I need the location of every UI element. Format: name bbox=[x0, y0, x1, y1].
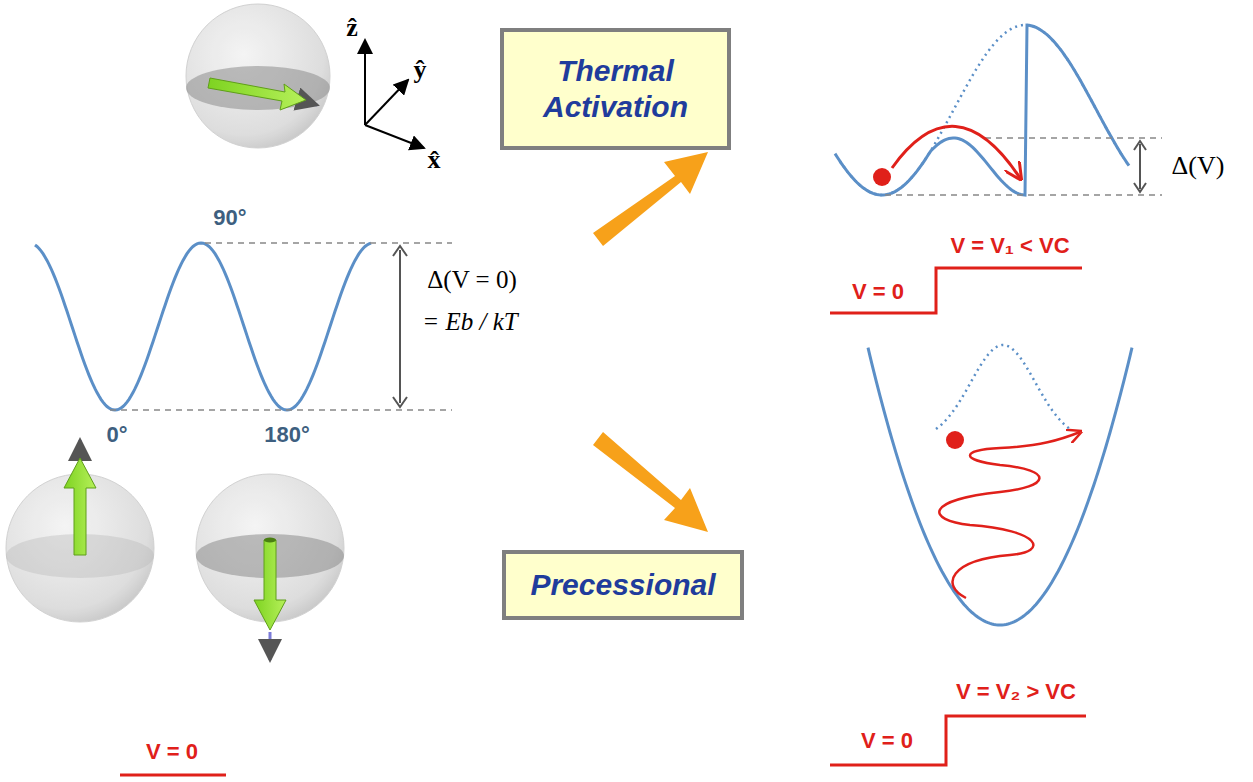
sphere-up bbox=[6, 440, 154, 622]
energy-well bbox=[868, 348, 1132, 625]
voltage-step bbox=[830, 268, 1082, 313]
energy-well-original bbox=[936, 345, 1070, 429]
voltage-label: V = 0 bbox=[852, 279, 904, 305]
barrier-arrow bbox=[393, 246, 407, 407]
angle-label: 180° bbox=[264, 422, 310, 448]
angle-label: 90° bbox=[213, 205, 246, 231]
orange-arrow bbox=[593, 432, 708, 532]
energy-well bbox=[835, 25, 1129, 195]
voltage-line bbox=[120, 774, 226, 777]
energy-well-original bbox=[840, 25, 1124, 195]
voltage-label: V = 0 bbox=[146, 739, 198, 765]
voltage-label: V = 0 bbox=[861, 728, 913, 754]
orange-arrow bbox=[593, 152, 708, 246]
sphere-down bbox=[196, 474, 344, 660]
reference-lines bbox=[110, 243, 452, 410]
barrier-label: Δ(V) bbox=[1172, 151, 1225, 181]
voltage-step bbox=[830, 716, 1086, 765]
barrier-label: Δ(V = 0) bbox=[427, 266, 516, 294]
mechanism-title: Precessional bbox=[530, 567, 715, 603]
state-dot bbox=[946, 431, 964, 449]
mechanism-box: Thermal Activation bbox=[500, 28, 731, 150]
sphere-in-plane bbox=[186, 4, 330, 148]
state-dot bbox=[873, 168, 891, 186]
switching-path bbox=[892, 126, 1020, 178]
precession-path bbox=[939, 432, 1080, 598]
mechanism-title: Thermal Activation bbox=[504, 53, 727, 125]
axis-label: ẑ bbox=[346, 13, 358, 43]
axis-label: ŷ bbox=[414, 55, 427, 85]
angle-label: 0° bbox=[106, 422, 127, 448]
voltage-label: V = V₁ < VC bbox=[950, 233, 1069, 259]
mechanism-box: Precessional bbox=[502, 550, 744, 620]
barrier-label: = Eb / kT bbox=[422, 308, 517, 336]
barrier-arrow bbox=[1134, 141, 1146, 192]
energy-well bbox=[35, 243, 371, 410]
axis-label: x̂ bbox=[428, 145, 441, 175]
reference-lines bbox=[885, 138, 1162, 195]
voltage-label: V = V₂ > VC bbox=[956, 679, 1076, 705]
